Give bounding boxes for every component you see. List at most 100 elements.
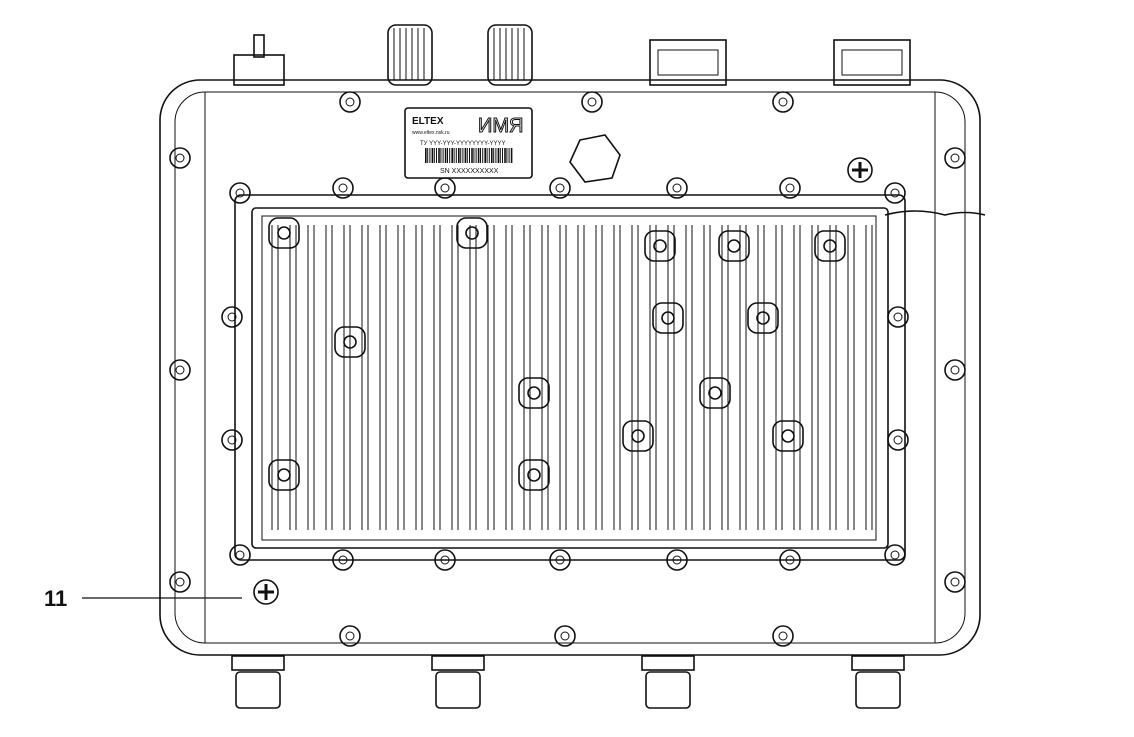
screw [332, 177, 354, 199]
heatsink [234, 194, 906, 561]
screw-head [950, 153, 960, 163]
screw-head [440, 555, 450, 565]
barcode-bar [442, 148, 444, 163]
barcode-bar [431, 148, 434, 163]
label-website: www.eltex.nsk.ru [412, 130, 450, 136]
heatsink-bolt [456, 217, 488, 249]
screw-head [890, 188, 900, 198]
barcode-bar [495, 148, 497, 163]
bottom-connector-nut [431, 655, 485, 671]
screw-head [338, 555, 348, 565]
heatsink-bolt [747, 302, 779, 334]
bottom-connector-nut [231, 655, 285, 671]
screw [339, 625, 361, 647]
screw [666, 177, 688, 199]
barcode-bar [433, 148, 435, 163]
screw-head [345, 97, 355, 107]
bolt-head [343, 335, 357, 349]
bottom-connector-cap [435, 671, 481, 709]
bolt-head [631, 429, 645, 443]
barcode-bar [447, 148, 448, 163]
barcode-bar [425, 148, 427, 163]
barcode-bar [488, 148, 490, 163]
screw [549, 549, 571, 571]
barcode-bar [469, 148, 470, 163]
heatsink-bolt [772, 420, 804, 452]
vent-plug [569, 134, 621, 183]
screw [944, 147, 966, 169]
label-serial: SN XXXXXXXXXX [440, 168, 499, 175]
screw [884, 182, 906, 204]
screw [581, 91, 603, 113]
screw-head [338, 183, 348, 193]
bolt-head [277, 226, 291, 240]
barcode-bar [482, 148, 484, 163]
screw-head [778, 631, 788, 641]
barcode-bar [471, 148, 473, 163]
screw [229, 544, 251, 566]
product-label: ELTEX www.eltex.nsk.ru ИМЯ ТУ YYY-YYY-YY… [404, 107, 533, 179]
screw-head [555, 183, 565, 193]
screw-head [785, 555, 795, 565]
barcode-bar [460, 148, 462, 163]
screw-head [227, 435, 237, 445]
bolt-head [527, 468, 541, 482]
barcode-bar [499, 148, 501, 163]
screw-head [893, 312, 903, 322]
screw-head [175, 577, 185, 587]
barcode-bar [458, 148, 460, 163]
label-spec: ТУ YYY-YYY-YYYYYYYY-YYYY [420, 141, 506, 147]
barcode-bar [427, 148, 429, 163]
callout-number-11: 11 [44, 586, 68, 611]
barcode-bar [444, 148, 447, 163]
heatsink-bolt [268, 459, 300, 491]
top-port-latch [841, 49, 903, 76]
screw [332, 549, 354, 571]
screw-head [587, 97, 597, 107]
screw [944, 359, 966, 381]
barcode [425, 148, 513, 163]
barcode-bar [506, 148, 508, 163]
heatsink-bolt [268, 217, 300, 249]
barcode-bar [440, 148, 442, 163]
screw-head [672, 555, 682, 565]
barcode-bar [502, 148, 503, 163]
top-port-connector [833, 39, 911, 86]
screw-head [440, 183, 450, 193]
barcode-bar [451, 148, 453, 163]
screw-head [175, 365, 185, 375]
screw [221, 429, 243, 451]
screw [554, 625, 576, 647]
screw-head [950, 577, 960, 587]
screw [779, 549, 801, 571]
screw-head [345, 631, 355, 641]
bottom-connector-nut [851, 655, 905, 671]
barcode-bar [504, 148, 506, 163]
bolt-head [727, 239, 741, 253]
label-name: ИМЯ [478, 115, 523, 137]
bolt-head [465, 226, 479, 240]
bottom-connector-nut [641, 655, 695, 671]
barcode-bar [491, 148, 493, 163]
barcode-bar [449, 148, 451, 163]
antenna-connector-pin [253, 34, 265, 58]
screw [884, 544, 906, 566]
barcode-bar [438, 148, 440, 163]
barcode-bar [497, 148, 500, 163]
bottom-connector-cap [645, 671, 691, 709]
screw [887, 429, 909, 451]
screw-head [893, 435, 903, 445]
bolt-head [756, 311, 770, 325]
screw [666, 549, 688, 571]
heatsink-bolt [622, 420, 654, 452]
screw [221, 306, 243, 328]
screw [169, 147, 191, 169]
top-port-latch [657, 49, 719, 76]
label-brand: ELTEX [412, 116, 444, 127]
screw-head [672, 183, 682, 193]
screw-head [560, 631, 570, 641]
antenna-connector [233, 54, 285, 86]
barcode-bar [484, 148, 486, 163]
screw-head [778, 97, 788, 107]
